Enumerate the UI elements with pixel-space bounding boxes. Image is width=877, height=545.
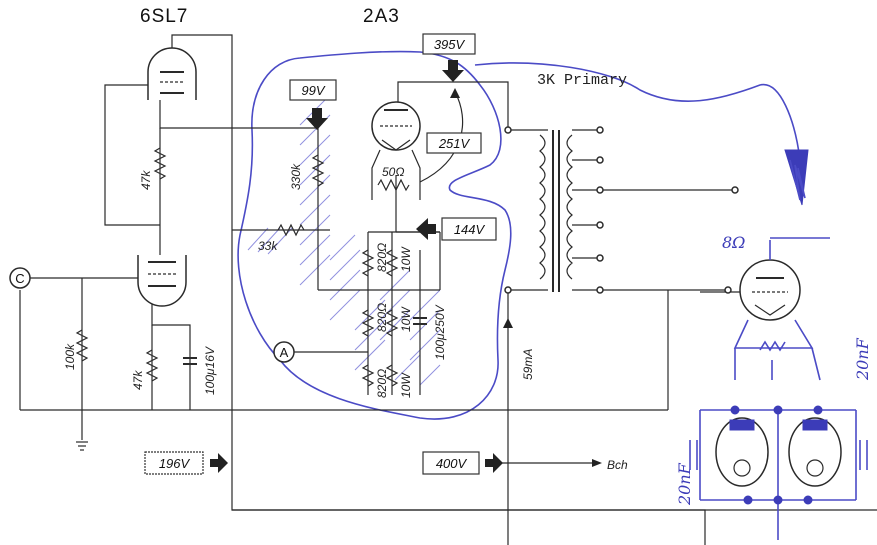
voltage-box-196v: 196V xyxy=(144,451,204,475)
voltage-251v: 251V xyxy=(438,136,471,151)
voltage-196v: 196V xyxy=(159,456,191,471)
tube-6sl7-upper xyxy=(147,47,197,100)
resistor-47k-top xyxy=(153,147,167,180)
input-terminal-label: C xyxy=(15,271,24,286)
wiring xyxy=(19,34,877,545)
voltage-box-400v: 400V xyxy=(422,451,480,475)
voltage-395v: 395V xyxy=(434,37,466,52)
meter-terminal-label: A xyxy=(280,345,289,360)
annotation-20nf-left: 20nF xyxy=(675,462,694,506)
voltage-box-99v: 99V xyxy=(289,79,337,101)
resistor-47k-cathode xyxy=(145,349,159,382)
tube-pair-bottom xyxy=(699,405,857,540)
label-33k: 33k xyxy=(258,239,278,253)
pen-outline xyxy=(237,50,512,420)
resistor-100k-input xyxy=(75,329,89,362)
label-100u-16v: 100μ16V xyxy=(203,346,217,395)
arrow-395v xyxy=(442,60,464,82)
pen-arrow-scribble xyxy=(789,159,806,201)
resistor-33k xyxy=(277,223,305,237)
arrow-144v xyxy=(416,218,436,240)
label-47k-cathode: 47k xyxy=(131,370,145,390)
label-100k-input: 100k xyxy=(63,343,77,370)
arrow-400v xyxy=(485,453,503,473)
label-330k: 330k xyxy=(289,163,303,190)
tube-2a3-label: 2A3 xyxy=(363,6,400,27)
label-820-b: 820Ω xyxy=(375,303,389,332)
voltage-box-395v: 395V xyxy=(422,33,476,55)
label-50-ohm: 50Ω xyxy=(382,165,404,179)
tube-right-output xyxy=(700,237,830,381)
resistor-bias-f xyxy=(385,364,399,387)
current-59ma-label: 59mA xyxy=(521,349,535,380)
arrow-59ma xyxy=(503,318,513,328)
transformer-primary-label: 3K Primary xyxy=(537,72,627,89)
label-10w-b: 10W xyxy=(399,306,413,332)
supply-branch-label: Bch xyxy=(607,458,628,472)
resistor-50-ohm xyxy=(377,178,410,192)
label-100u-250v: 100μ250V xyxy=(433,304,447,360)
voltage-box-251v: 251V xyxy=(426,132,482,154)
input-terminal: C xyxy=(9,267,31,289)
label-10w-c: 10W xyxy=(399,372,413,398)
tube-6sl7-label: 6SL7 xyxy=(140,6,188,27)
resistor-bias-a xyxy=(361,249,375,277)
voltage-144v: 144V xyxy=(454,222,486,237)
resistor-330k xyxy=(311,154,325,187)
annotation-8-ohm: 8Ω xyxy=(722,233,745,252)
label-10w-a: 10W xyxy=(399,246,413,272)
arrow-99v xyxy=(306,108,328,130)
ground-symbol xyxy=(76,441,88,451)
label-820-a: 820Ω xyxy=(375,243,389,272)
arrow-bch xyxy=(592,459,602,467)
voltage-400v: 400V xyxy=(436,456,468,471)
resistor-bias-e xyxy=(361,364,375,387)
tube-6sl7-lower xyxy=(137,255,187,307)
output-transformer xyxy=(504,126,739,294)
voltage-99v: 99V xyxy=(301,83,325,98)
capacitors xyxy=(183,317,868,470)
pen-wire-to-speaker xyxy=(474,62,801,161)
resistor-bias-b xyxy=(385,249,399,277)
arrow-196v xyxy=(210,453,228,473)
resistor-bias-c xyxy=(361,309,375,337)
resistors xyxy=(75,147,410,387)
annotation-20nf-right: 20nF xyxy=(853,337,872,381)
label-47k-top: 47k xyxy=(139,170,153,190)
meter-terminal: A xyxy=(273,341,295,363)
voltage-box-144v: 144V xyxy=(441,217,497,241)
label-820-c: 820Ω xyxy=(375,369,389,398)
resistor-bias-d xyxy=(385,309,399,337)
tube-2a3 xyxy=(371,101,421,151)
